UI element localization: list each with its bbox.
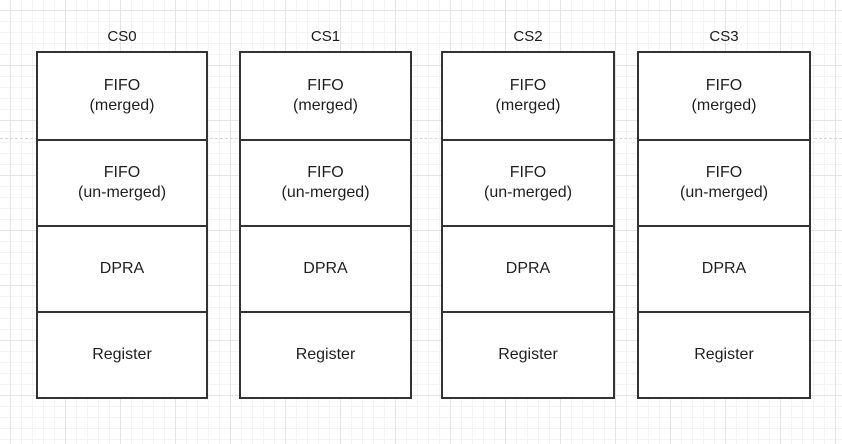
block-fifo-merged: FIFO (merged) (241, 53, 410, 139)
block-stack-cs2: FIFO (merged) FIFO (un-merged) DPRA Regi… (441, 51, 615, 399)
column-group-cs2: CS2 FIFO (merged) FIFO (un-merged) DPRA … (441, 27, 615, 399)
block-stack-cs1: FIFO (merged) FIFO (un-merged) DPRA Regi… (239, 51, 412, 399)
block-fifo-merged: FIFO (merged) (639, 53, 809, 139)
block-register: Register (241, 311, 410, 397)
column-group-cs3: CS3 FIFO (merged) FIFO (un-merged) DPRA … (637, 27, 811, 399)
block-register: Register (38, 311, 206, 397)
block-dpra: DPRA (38, 225, 206, 311)
page-boundary-dashed-line (0, 138, 842, 139)
column-label-cs1: CS1 (310, 28, 341, 45)
block-dpra: DPRA (443, 225, 613, 311)
column-group-cs0: CS0 FIFO (merged) FIFO (un-merged) DPRA … (36, 27, 208, 399)
block-fifo-unmerged: FIFO (un-merged) (639, 139, 809, 225)
column-label-cs3: CS3 (709, 28, 739, 45)
block-fifo-unmerged: FIFO (un-merged) (38, 139, 206, 225)
block-stack-cs0: FIFO (merged) FIFO (un-merged) DPRA Regi… (36, 51, 208, 399)
block-fifo-merged: FIFO (merged) (38, 53, 206, 139)
block-dpra: DPRA (241, 225, 410, 311)
block-fifo-merged: FIFO (merged) (443, 53, 613, 139)
block-stack-cs3: FIFO (merged) FIFO (un-merged) DPRA Regi… (637, 51, 811, 399)
block-register: Register (639, 311, 809, 397)
block-fifo-unmerged: FIFO (un-merged) (443, 139, 613, 225)
block-fifo-unmerged: FIFO (un-merged) (241, 139, 410, 225)
column-label-cs0: CS0 (107, 28, 137, 45)
column-label-cs2: CS2 (513, 28, 543, 45)
column-group-cs1: CS1 FIFO (merged) FIFO (un-merged) DPRA … (239, 27, 412, 399)
block-dpra: DPRA (639, 225, 809, 311)
block-register: Register (443, 311, 613, 397)
